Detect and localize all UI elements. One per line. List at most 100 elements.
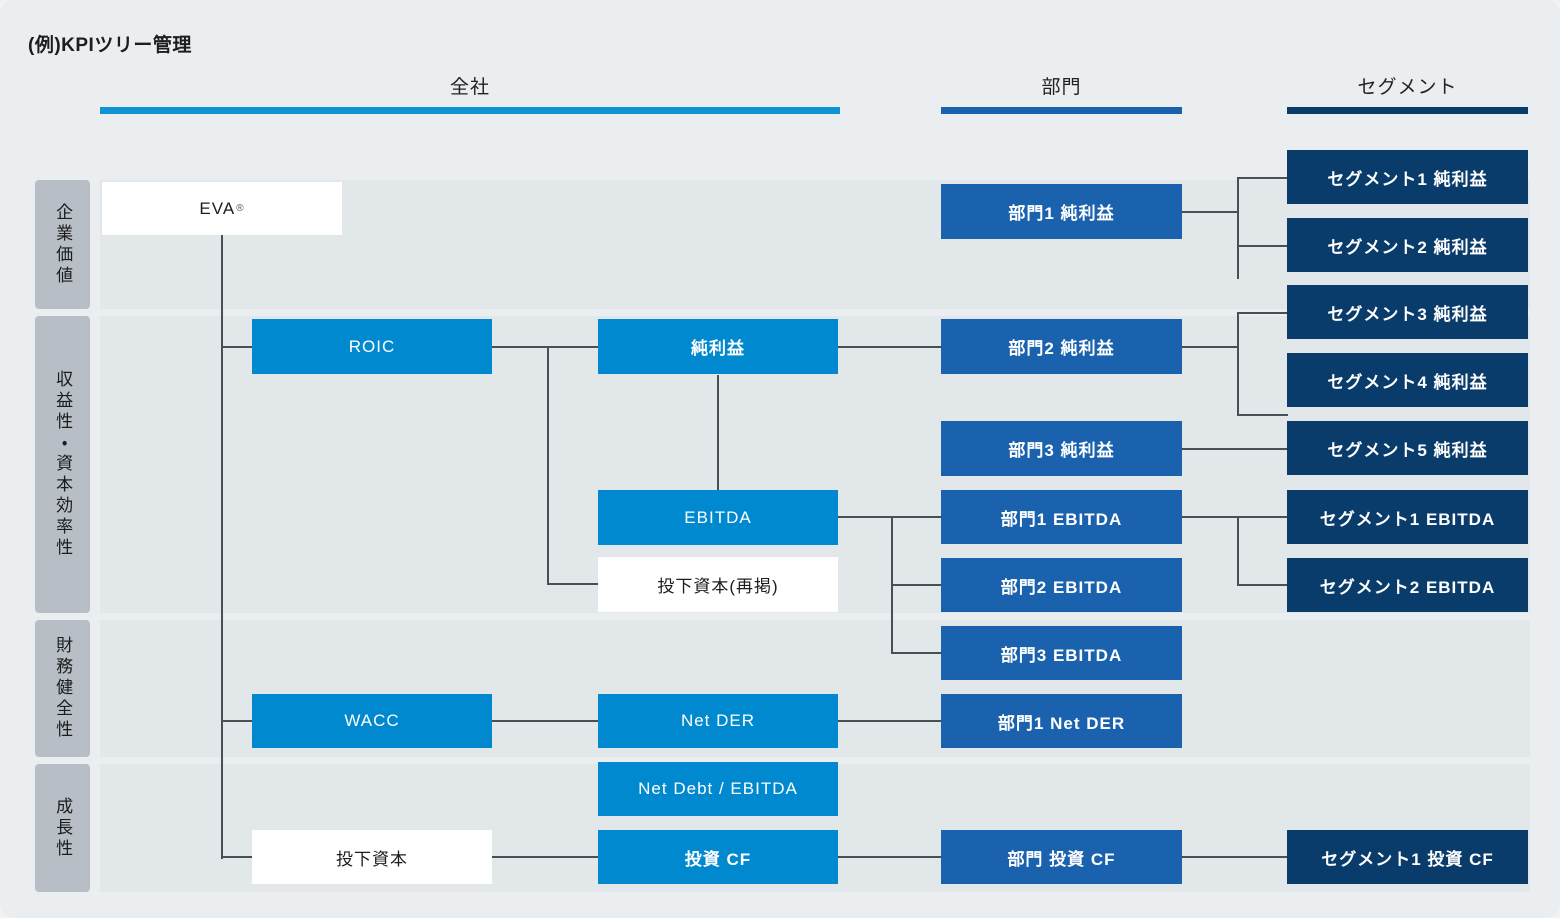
node-seg1-invest-cf[interactable]: セグメント1 投資 CF [1287,830,1528,884]
node-seg2-net-income[interactable]: セグメント2 純利益 [1287,218,1528,272]
node-dept3-net-income-label: 部門3 純利益 [1008,441,1115,460]
category-growth-label: 成長性 [53,796,73,860]
node-dept2-net-income[interactable]: 部門2 純利益 [941,319,1182,374]
node-dept1-ebitda-label: 部門1 EBITDA [1000,509,1123,529]
node-dept1-net-der-label: 部門1 Net DER [997,713,1126,733]
connector-dept3-ni-seg5 [1182,448,1287,450]
node-seg1-invest-cf-label: セグメント1 投資 CF [1321,849,1494,869]
category-financial-health: 財務健全性 [35,620,90,757]
node-seg3-net-income-label: セグメント3 純利益 [1327,304,1488,324]
node-seg2-net-income-label: セグメント2 純利益 [1327,237,1488,257]
category-growth: 成長性 [35,764,90,892]
connector-eva-trunk [221,235,223,859]
node-wacc[interactable]: WACC [252,694,492,748]
connector-eva-wacc [221,720,253,722]
connector-dept2-ni-out [1182,346,1238,348]
category-corporate-value-label: 企業価値 [53,202,73,287]
node-eva[interactable]: EVA® [102,182,342,235]
node-net-der[interactable]: Net DER [598,694,838,748]
connector-dept2-ni-seg3 [1237,312,1288,314]
connector-invest-cf-dept [837,856,942,858]
node-seg1-net-income[interactable]: セグメント1 純利益 [1287,150,1528,204]
node-dept2-ebitda-label: 部門2 EBITDA [1000,577,1123,597]
node-invest-cf[interactable]: 投資 CF [598,830,838,884]
connector-roic-out [492,346,548,348]
node-net-der-label: Net DER [680,711,756,730]
node-dept1-net-der[interactable]: 部門1 Net DER [941,694,1182,748]
node-dept2-ebitda[interactable]: 部門2 EBITDA [941,558,1182,612]
column-header-division: 部門 [941,72,1182,114]
column-header-division-label: 部門 [1041,77,1082,98]
connector-wacc-net-der [492,720,600,722]
connector-roic-split [547,346,549,585]
category-corporate-value: 企業価値 [35,180,90,309]
connector-eva-roic [221,346,253,348]
connector-dept-cf-seg1-cf [1182,856,1287,858]
node-seg2-ebitda-label: セグメント2 EBITDA [1319,577,1496,597]
column-header-company-label: 全社 [449,77,490,98]
node-dept3-ebitda[interactable]: 部門3 EBITDA [941,626,1182,680]
column-header-segment: セグメント [1287,72,1528,114]
node-invested-capital-label: 投下資本 [336,849,408,869]
node-net-debt-ebitda-label: Net Debt / EBITDA [638,779,798,798]
node-seg2-ebitda[interactable]: セグメント2 EBITDA [1287,558,1528,612]
column-header-company: 全社 [100,72,840,114]
connector-dept1-ebitda-out [1182,516,1238,518]
node-eva-label: EVA [199,198,236,218]
connector-ebitda-dept3 [891,652,943,654]
column-rule-segment [1287,107,1528,114]
category-financial-health-label: 財務健全性 [53,636,73,741]
node-net-income-label: 純利益 [691,339,745,358]
connector-dept1-ebitda-bracket [1237,516,1239,584]
connector-dept1-ni-seg1 [1237,177,1288,179]
node-dept1-net-income-label: 部門1 純利益 [1008,204,1115,223]
connector-net-income-ebitda [717,375,719,492]
connector-dept1-ni-seg2 [1237,245,1288,247]
node-seg4-net-income[interactable]: セグメント4 純利益 [1287,353,1528,407]
node-invested-capital[interactable]: 投下資本 [252,830,492,884]
connector-roic-invested-recap [547,583,600,585]
connector-eva-invested-capital [221,856,253,858]
node-net-income[interactable]: 純利益 [598,319,838,374]
column-header-segment-label: セグメント [1357,77,1458,98]
node-seg3-net-income[interactable]: セグメント3 純利益 [1287,285,1528,339]
node-invested-capital-recap-label: 投下資本(再掲) [657,577,779,596]
connector-roic-net-income [547,346,600,348]
node-invest-cf-label: 投資 CF [684,849,752,869]
connector-invested-invest-cf [492,856,600,858]
node-ebitda-label: EBITDA [684,507,752,527]
connector-ebitda-dept2 [891,584,943,586]
node-dept1-ebitda[interactable]: 部門1 EBITDA [941,490,1182,544]
connector-ebitda-dept1 [891,516,943,518]
connector-net-income-dept2 [837,346,942,348]
node-dept-invest-cf[interactable]: 部門 投資 CF [941,830,1182,884]
node-seg1-ebitda-label: セグメント1 EBITDA [1319,509,1496,529]
node-seg1-net-income-label: セグメント1 純利益 [1327,169,1488,189]
connector-ebitda-out [837,516,893,518]
page-title: (例)KPIツリー管理 [28,35,192,56]
column-rule-division [941,107,1182,114]
category-profitability-label: 収益性・資本効率性 [53,370,73,559]
node-dept1-net-income[interactable]: 部門1 純利益 [941,184,1182,239]
connector-dept1-ni-out [1182,211,1238,213]
node-dept3-net-income[interactable]: 部門3 純利益 [941,421,1182,476]
node-dept3-ebitda-label: 部門3 EBITDA [1000,645,1123,665]
node-eva-trademark: ® [236,203,245,214]
connector-dept1-ebitda-seg2 [1237,584,1288,586]
category-profitability: 収益性・資本効率性 [35,316,90,613]
connector-dept1-ebitda-seg1 [1237,516,1288,518]
connector-dept2-ni-seg4 [1237,414,1288,416]
node-roic-label: ROIC [348,336,396,356]
connector-dept2-ni-bracket [1237,312,1239,414]
node-ebitda[interactable]: EBITDA [598,490,838,545]
node-seg5-net-income[interactable]: セグメント5 純利益 [1287,421,1528,475]
connector-dept1-ni-bracket [1237,177,1239,279]
node-net-debt-ebitda[interactable]: Net Debt / EBITDA [598,762,838,816]
node-roic[interactable]: ROIC [252,319,492,374]
column-rule-company [100,107,840,114]
node-invested-capital-recap[interactable]: 投下資本(再掲) [598,557,838,612]
node-seg4-net-income-label: セグメント4 純利益 [1327,372,1488,392]
node-seg1-ebitda[interactable]: セグメント1 EBITDA [1287,490,1528,544]
connector-net-der-dept1 [837,720,942,722]
